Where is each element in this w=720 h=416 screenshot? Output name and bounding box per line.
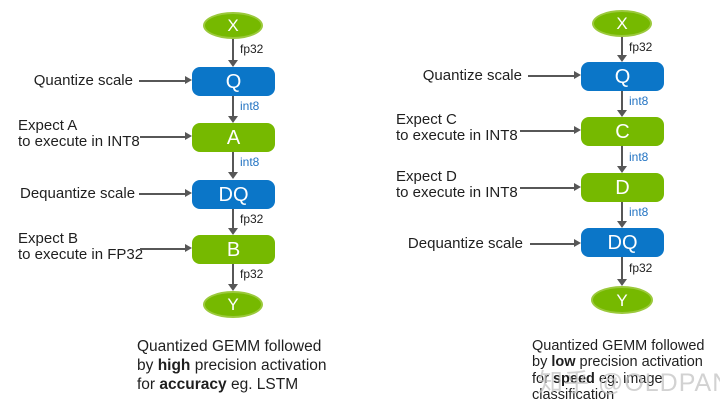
edge-line xyxy=(232,152,234,173)
arrowhead-right-icon xyxy=(574,71,581,79)
node-label: DQ xyxy=(607,231,638,254)
node-y-right: Y xyxy=(591,286,653,314)
edge-label-int8: int8 xyxy=(629,205,649,219)
edge-line xyxy=(232,96,234,117)
arrowhead-down-icon xyxy=(228,284,238,291)
arrowhead-right-icon xyxy=(185,76,192,84)
arrowhead-right-icon xyxy=(574,126,581,134)
arrowhead-down-icon xyxy=(617,221,627,228)
node-a-left: A xyxy=(192,123,275,152)
edge-line xyxy=(621,257,623,280)
edge-label-fp32: fp32 xyxy=(240,267,264,281)
edge-line xyxy=(139,193,185,195)
arrowhead-right-icon xyxy=(185,132,192,140)
edge-label-fp32: fp32 xyxy=(240,212,264,226)
arrowhead-down-icon xyxy=(228,228,238,235)
edge-line xyxy=(528,75,574,77)
edge-line xyxy=(520,130,574,132)
arrowhead-down-icon xyxy=(228,172,238,179)
node-c-right: C xyxy=(581,117,664,146)
arrowhead-down-icon xyxy=(617,166,627,173)
node-label: DQ xyxy=(218,183,249,206)
node-label: C xyxy=(615,120,630,143)
edge-line xyxy=(621,146,623,167)
side-label-expect-d: Expect D to execute in INT8 xyxy=(396,168,518,201)
edge-label-int8: int8 xyxy=(240,155,260,169)
node-label: Q xyxy=(225,70,242,93)
node-y-left: Y xyxy=(203,291,263,318)
caption-left: Quantized GEMM followed by high precisio… xyxy=(137,338,327,393)
node-label: Q xyxy=(614,65,631,88)
node-label: X xyxy=(616,14,628,33)
caption-right: Quantized GEMM followed by low precision… xyxy=(532,338,705,403)
arrowhead-right-icon xyxy=(185,189,192,197)
side-label-expect-c: Expect C to execute in INT8 xyxy=(396,111,518,144)
edge-label-int8: int8 xyxy=(240,99,260,113)
edge-label-int8: int8 xyxy=(629,94,649,108)
node-q-left: Q xyxy=(192,67,275,96)
edge-line xyxy=(140,248,185,250)
side-label-quantize-scale: Quantize scale xyxy=(33,72,133,89)
side-label-dequantize-scale: Dequantize scale xyxy=(20,185,136,202)
node-q-right: Q xyxy=(581,62,664,91)
arrowhead-right-icon xyxy=(574,183,581,191)
watermark: 知乎 @OLDPAN xyxy=(538,369,720,397)
edge-label-fp32: fp32 xyxy=(629,261,653,275)
node-label: Y xyxy=(616,290,628,310)
edge-line xyxy=(140,136,185,138)
edge-line xyxy=(520,187,574,189)
edge-line xyxy=(232,39,234,61)
arrowhead-down-icon xyxy=(228,116,238,123)
edge-line xyxy=(232,209,234,229)
edge-line xyxy=(621,37,623,56)
arrowhead-right-icon xyxy=(185,244,192,252)
edge-line xyxy=(621,202,623,222)
edge-line xyxy=(139,80,185,82)
node-dq-left: DQ xyxy=(192,180,275,209)
node-dq-right: DQ xyxy=(581,228,664,257)
arrowhead-down-icon xyxy=(617,279,627,286)
edge-label-fp32: fp32 xyxy=(629,40,653,54)
node-label: A xyxy=(226,126,241,149)
side-label-dequantize-scale: Dequantize scale xyxy=(407,235,523,252)
node-label: X xyxy=(227,16,239,35)
edge-line xyxy=(232,264,234,285)
edge-label-fp32: fp32 xyxy=(240,42,264,56)
edge-label-int8: int8 xyxy=(629,150,649,164)
node-d-right: D xyxy=(581,173,664,202)
arrowhead-down-icon xyxy=(228,60,238,67)
node-x-right: X xyxy=(592,10,652,37)
side-label-expect-a: Expect A to execute in INT8 xyxy=(18,117,140,150)
arrowhead-down-icon xyxy=(617,110,627,117)
node-label: D xyxy=(615,176,630,199)
node-label: Y xyxy=(227,295,239,314)
side-label-quantize-scale: Quantize scale xyxy=(422,67,522,84)
side-label-expect-b: Expect B to execute in FP32 xyxy=(18,230,144,263)
edge-line xyxy=(621,91,623,111)
node-x-left: X xyxy=(203,12,263,39)
node-label: B xyxy=(226,238,241,261)
edge-line xyxy=(530,243,574,245)
arrowhead-down-icon xyxy=(617,55,627,62)
node-b-left: B xyxy=(192,235,275,264)
arrowhead-right-icon xyxy=(574,239,581,247)
